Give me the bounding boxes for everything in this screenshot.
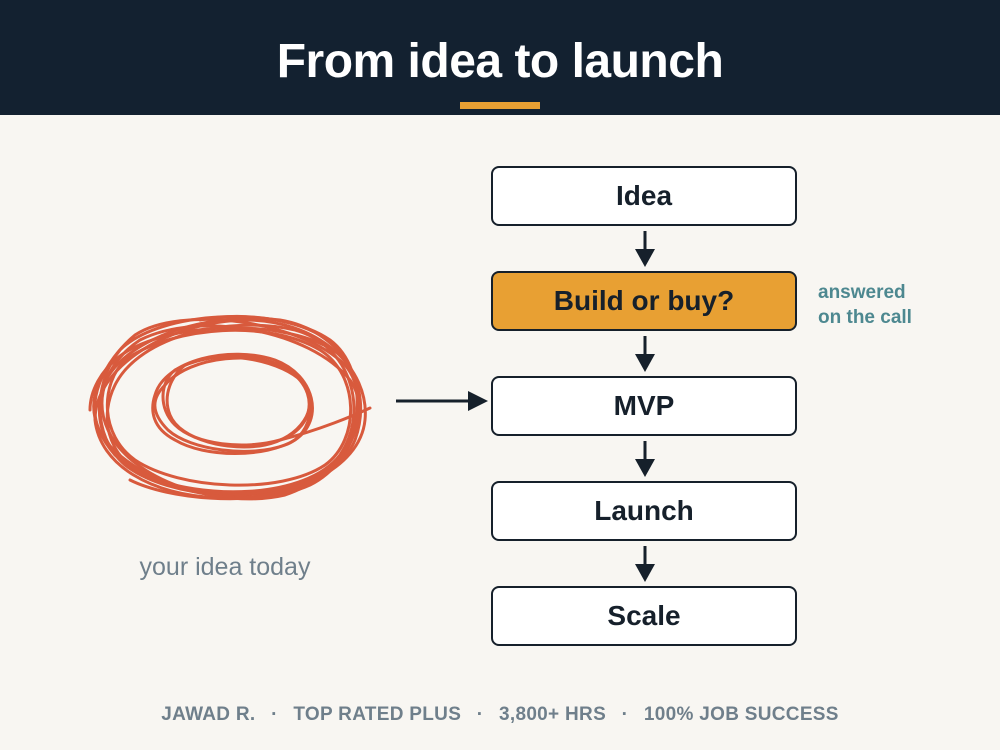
step-launch: Launch	[491, 481, 797, 541]
step-mvp: MVP	[491, 376, 797, 436]
title-underline	[460, 102, 540, 109]
footer-badge: TOP RATED PLUS	[293, 704, 462, 725]
footer-credentials: JAWAD R. · TOP RATED PLUS · 3,800+ HRS ·…	[0, 704, 1000, 726]
footer-success: 100% JOB SUCCESS	[643, 704, 839, 725]
tangle-caption: your idea today	[139, 553, 311, 581]
flow-arrows	[635, 231, 655, 582]
step-scale: Scale	[491, 586, 797, 646]
step-idea: Idea	[491, 166, 797, 226]
flow-arrow-icon	[635, 231, 655, 267]
side-note-line-1: answered	[818, 282, 906, 303]
footer-separator: ·	[271, 704, 278, 725]
flow-arrow-icon	[635, 546, 655, 582]
footer-name: JAWAD R.	[161, 704, 256, 725]
side-note: answered on the call	[818, 280, 968, 330]
footer-hours: 3,800+ HRS	[499, 704, 607, 725]
step-build-or-buy: Build or buy?	[491, 271, 797, 331]
header-banner: From idea to launch	[0, 0, 1000, 115]
footer-separator: ·	[476, 704, 484, 725]
flow-arrow-icon	[635, 441, 655, 477]
tangled-scribble-illustration	[88, 315, 372, 501]
pointer-arrow-icon	[396, 391, 488, 411]
footer-separator: ·	[621, 704, 629, 725]
side-note-line-2: on the call	[818, 307, 912, 328]
flow-arrow-icon	[635, 336, 655, 372]
page-title: From idea to launch	[276, 35, 724, 88]
